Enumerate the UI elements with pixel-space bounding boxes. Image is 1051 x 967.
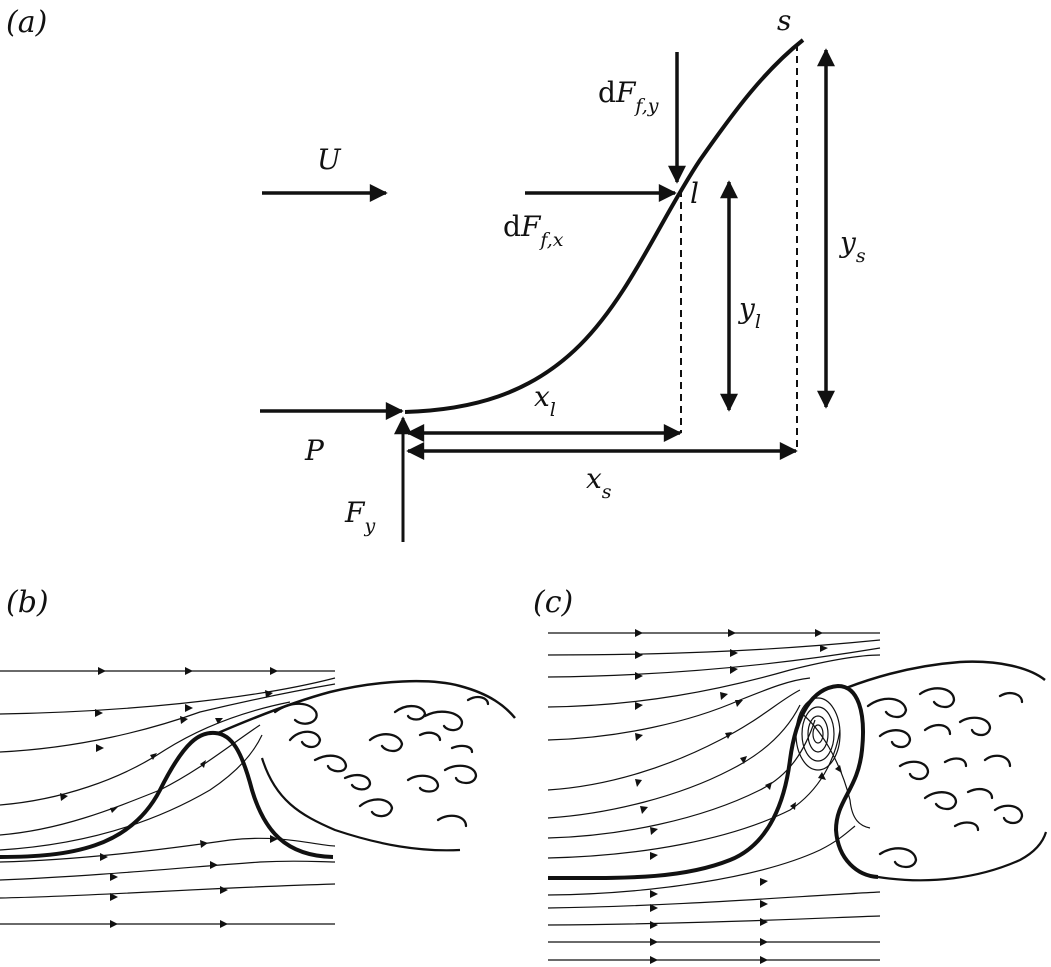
streamlines-b — [0, 670, 336, 925]
plant-curve-b — [0, 730, 334, 859]
shear-layer-bottom-b — [260, 757, 461, 852]
label-ys: ys — [838, 226, 866, 267]
shear-layer-top-c — [845, 660, 1046, 690]
plant-curve-c — [547, 683, 879, 881]
panel-a-label: (a) — [6, 5, 47, 40]
panel-c: (c) — [533, 585, 1048, 964]
shear-layer-bottom-c — [877, 831, 1048, 882]
label-Fy: Fy — [344, 496, 375, 537]
wake-vortices-c — [866, 687, 1024, 869]
label-xl: xl — [534, 380, 556, 421]
label-dFfx: dFf,x — [503, 210, 564, 251]
symbol-s: s — [777, 4, 791, 37]
wake-vortices-b — [273, 695, 490, 828]
shear-layer-top-b — [217, 679, 516, 735]
panel-b: (b) — [0, 585, 516, 928]
label-dFfy: dFf,y — [598, 76, 659, 117]
streamlines-c — [547, 632, 881, 961]
label-yl: yl — [737, 292, 761, 333]
panel-a: (a) U s dFf,y dFf,x l yl ys — [6, 4, 866, 542]
symbol-P: P — [304, 434, 325, 467]
flow-arrowheads-b — [60, 667, 278, 928]
panel-b-label: (b) — [6, 585, 49, 620]
flow-arrowheads-c — [635, 629, 842, 964]
panel-c-label: (c) — [533, 585, 573, 620]
label-xs: xs — [586, 462, 612, 503]
recirculation-eddy-c — [795, 697, 841, 771]
symbol-l: l — [690, 177, 699, 210]
symbol-U: U — [317, 143, 342, 176]
plant-curve — [404, 38, 805, 414]
